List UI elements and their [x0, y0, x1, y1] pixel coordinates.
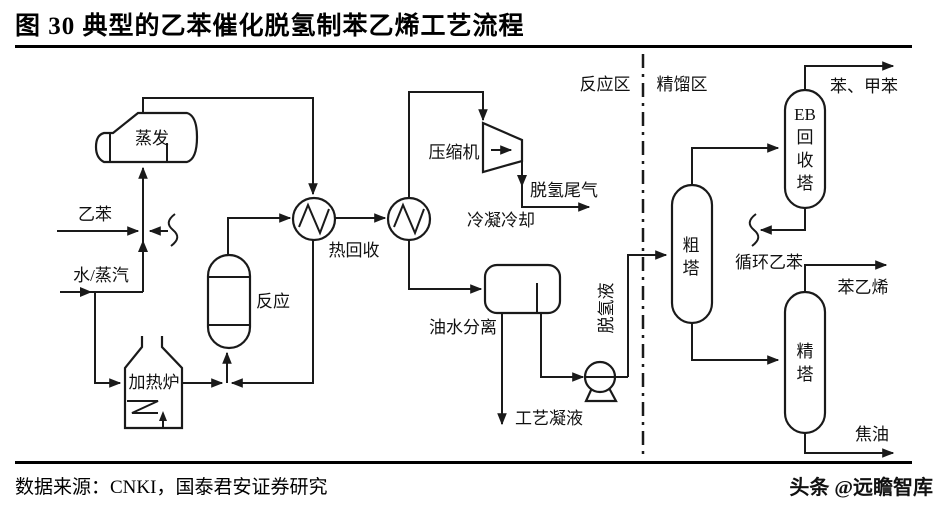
condenser-coil-icon [393, 202, 425, 236]
pipe-condenser-to-separator [408, 240, 483, 294]
label-eb-column-line2: 回收塔 [797, 128, 814, 193]
pipe-steam-to-furnace [94, 292, 122, 388]
pipe-reactor-to-heat-recovery [227, 213, 292, 255]
label-heat-recovery: 热回收 [329, 241, 380, 260]
flow-arrow-tail-gas [517, 175, 527, 187]
separator-drum [483, 263, 562, 315]
label-condensate: 工艺凝液 [515, 409, 583, 428]
label-reactor: 反应 [256, 292, 290, 311]
label-furnace: 加热炉 [129, 373, 180, 392]
footer-rule [15, 461, 912, 464]
pipe-tar-out [804, 433, 895, 458]
heat-recovery-coil-icon [298, 202, 330, 236]
label-tail-gas: 脱氢尾气 [530, 181, 598, 200]
label-recycle-eb: 循环乙苯 [735, 253, 803, 272]
label-refine-column: 精塔 [797, 342, 814, 384]
data-source-text: 数据来源：CNKI，国泰君安证券研究 [15, 477, 328, 498]
compressor-symbol [481, 121, 524, 174]
furnace-vessel [123, 336, 184, 430]
pipe-evaporator-to-heat-recovery [142, 97, 318, 196]
reactor-bed-lines [208, 276, 250, 326]
evaporator-vessel [94, 111, 199, 164]
pipe-pump-to-crude-column [627, 250, 668, 377]
zone-label-distillation: 精馏区 [657, 75, 708, 94]
label-eb-column-line1: EB [794, 105, 816, 124]
pipe-condenser-to-compressor [408, 91, 488, 198]
label-evaporator: 蒸发 [135, 129, 169, 148]
label-compressor: 压缩机 [429, 143, 480, 162]
label-crude-column: 粗塔 [683, 236, 700, 278]
label-dehydro-liquid: 脱氢液 [597, 283, 616, 334]
pipe-crude-to-refine-column [691, 323, 780, 365]
pipe-styrene-out [804, 260, 888, 292]
pipe-separator-to-pump [540, 313, 585, 382]
label-benzene-toluene: 苯、甲苯 [830, 77, 898, 96]
label-water-steam: 水/蒸汽 [73, 266, 129, 285]
pipe-benzene-toluene-out [804, 61, 895, 90]
label-tar: 焦油 [855, 425, 889, 444]
line-break-symbol-left [167, 213, 179, 247]
pipe-crude-to-eb-column [691, 143, 780, 185]
pipe-recycle-eb-out [759, 208, 806, 235]
line-break-symbol-right [748, 213, 760, 247]
figure-title: 图 30 典型的乙苯催化脱氢制苯乙烯工艺流程 [15, 13, 525, 40]
furnace-heater-coil [127, 400, 159, 414]
label-styrene: 苯乙烯 [838, 278, 889, 297]
title-underline [15, 45, 912, 48]
flow-arrow-water [80, 287, 92, 297]
flow-arrow-burner [159, 411, 167, 421]
watermark-text: 头条 @远瞻智库 [789, 477, 933, 499]
refine-column-vessel [783, 290, 827, 435]
reactor-vessel [206, 253, 252, 350]
flow-arrow-feed-up [138, 240, 148, 252]
label-separator: 油水分离 [429, 318, 497, 337]
label-condenser: 冷凝冷却 [467, 211, 535, 230]
zone-label-reaction: 反应区 [580, 75, 631, 94]
label-ethylbenzene: 乙苯 [78, 205, 112, 224]
pipe-heat-recovery-to-junction [230, 240, 314, 388]
